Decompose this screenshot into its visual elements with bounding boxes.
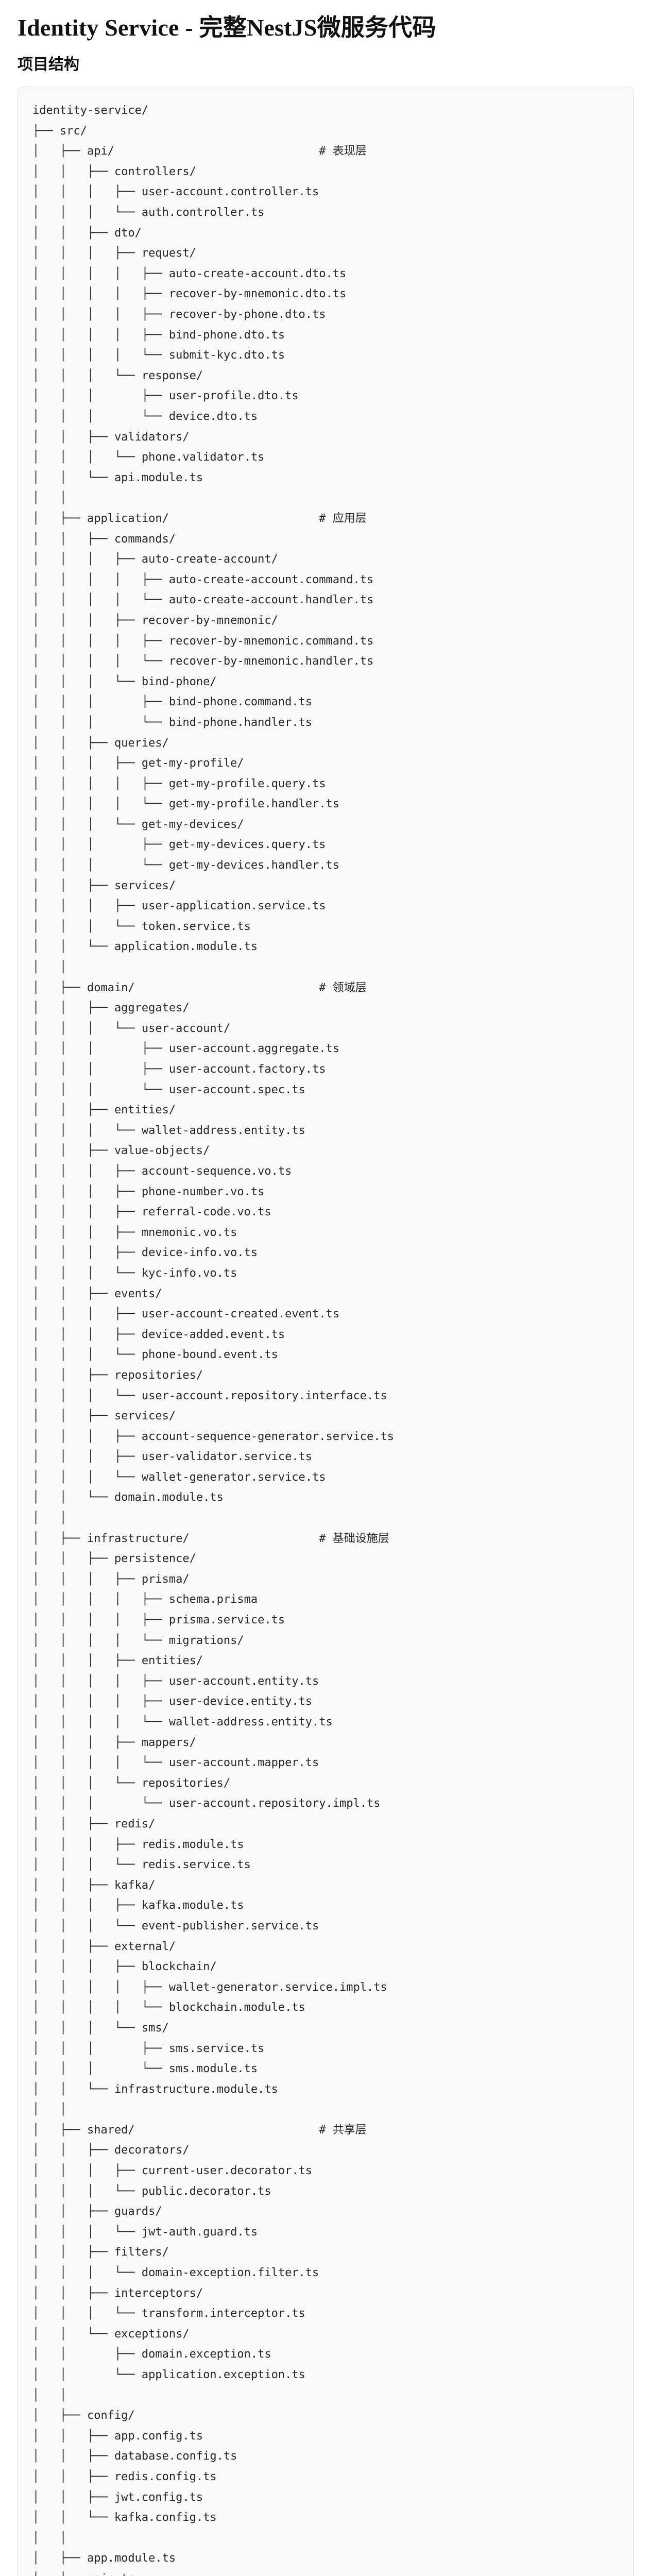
file-tree-code-block: identity-service/ ├── src/ │ ├── api/ # …	[18, 87, 634, 2576]
section-heading-project-structure: 项目结构	[18, 56, 79, 74]
page-title: Identity Service - 完整NestJS微服务代码	[18, 14, 436, 41]
